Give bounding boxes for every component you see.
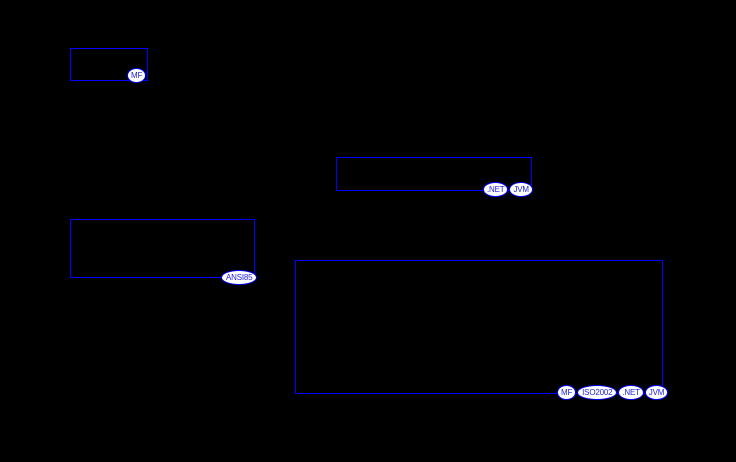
region-bottom-right[interactable]: [295, 260, 663, 394]
badge-iso2002-icon[interactable]: ISO2002: [577, 385, 618, 400]
badge-dotnet-icon[interactable]: .NET: [618, 385, 644, 400]
region-top-left[interactable]: [70, 48, 148, 81]
badge-group-region-bottom-right: MF ISO2002 .NET JVM: [557, 385, 669, 400]
badge-jvm-icon[interactable]: JVM: [644, 385, 669, 400]
region-middle-left[interactable]: [70, 219, 255, 278]
region-middle-right[interactable]: [336, 157, 532, 191]
badge-dotnet-icon[interactable]: .NET: [483, 182, 509, 197]
badge-ansi85-icon[interactable]: ANSI85: [221, 270, 258, 285]
badge-jvm-icon[interactable]: JVM: [509, 182, 533, 197]
badge-group-region-middle-right: .NET JVM: [483, 182, 533, 197]
badge-mf-icon[interactable]: MF: [557, 385, 577, 400]
badge-group-region-top-left: MF: [127, 68, 147, 83]
badge-group-region-middle-left: ANSI85: [221, 270, 258, 285]
badge-mf-icon[interactable]: MF: [127, 68, 147, 83]
